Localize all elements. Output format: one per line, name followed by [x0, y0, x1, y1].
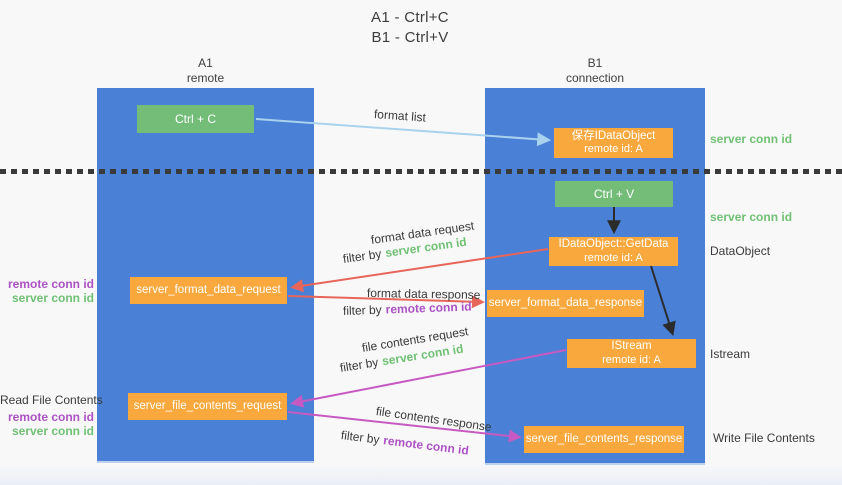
node-save-idataobject: 保存IDataObject remote id: A [554, 128, 673, 158]
remote-conn-id-text: remote conn id [385, 299, 472, 317]
node-idataobject-getdata-line1: IDataObject::GetData [558, 238, 669, 251]
format-list-label: format list [373, 107, 427, 125]
right-column-header: B1 connection [485, 56, 705, 86]
read-file-contents-label: Read File Contents [0, 393, 103, 407]
left-remote-conn-id-label: remote conn id [7, 277, 94, 291]
diagram-title: A1 - Ctrl+C B1 - Ctrl+V [290, 8, 530, 48]
node-save-idataobject-line2: remote id: A [584, 143, 643, 156]
filter-by-text: filter by [342, 302, 382, 318]
left-column-header: A1 remote [97, 56, 314, 86]
node-istream-line1: IStream [611, 340, 652, 353]
right-server-conn-id-label-top: server conn id [710, 132, 793, 146]
node-istream: IStream remote id: A [567, 339, 696, 368]
node-ctrl-c: Ctrl + C [137, 105, 254, 133]
node-ctrl-v-label: Ctrl + V [593, 186, 635, 201]
right-column-subtitle: connection [565, 71, 625, 85]
node-idataobject-getdata-line2: remote id: A [584, 251, 643, 264]
node-server-format-data-response-label: server_format_data_response [488, 297, 643, 310]
title-line-2: B1 - Ctrl+V [371, 29, 449, 46]
node-ctrl-c-label: Ctrl + C [174, 111, 216, 126]
file-contents-response-label: file contents response [375, 404, 493, 435]
node-server-format-data-request-label: server_format_data_request [136, 284, 281, 297]
remote-conn-id-text: remote conn id [382, 433, 470, 458]
node-server-file-contents-request: server_file_contents_request [128, 393, 287, 420]
node-server-file-contents-request-label: server_file_contents_request [133, 400, 282, 413]
node-istream-line2: remote id: A [602, 353, 661, 366]
dotted-separator-line [0, 169, 842, 174]
right-column-title: B1 [587, 56, 603, 70]
page-bottom-fade [0, 465, 842, 485]
filter-by-text: filter by [340, 428, 381, 447]
node-save-idataobject-line1: 保存IDataObject [571, 129, 656, 142]
node-server-file-contents-response-label: server_file_contents_response [525, 433, 683, 446]
title-line-1: A1 - Ctrl+C [371, 9, 449, 26]
left-column-subtitle: remote [186, 71, 225, 85]
left-server-conn-id-label-2: server conn id [11, 424, 94, 438]
left-remote-conn-id-label-2: remote conn id [7, 410, 94, 424]
node-server-format-data-request: server_format_data_request [130, 277, 287, 304]
write-file-contents-label: Write File Contents [713, 431, 815, 445]
filter-by-text: filter by [342, 246, 383, 266]
node-server-file-contents-response: server_file_contents_response [524, 426, 684, 453]
node-server-format-data-response: server_format_data_response [487, 290, 644, 317]
left-server-conn-id-label: server conn id [11, 291, 94, 305]
filter-by-text: filter by [338, 355, 380, 375]
node-ctrl-v: Ctrl + V [555, 181, 673, 207]
right-server-conn-id-label-mid: server conn id [710, 210, 793, 224]
istream-label: Istream [710, 347, 751, 361]
dataobject-label: DataObject [710, 244, 771, 258]
left-column-title: A1 [198, 56, 213, 70]
node-idataobject-getdata: IDataObject::GetData remote id: A [549, 237, 678, 266]
